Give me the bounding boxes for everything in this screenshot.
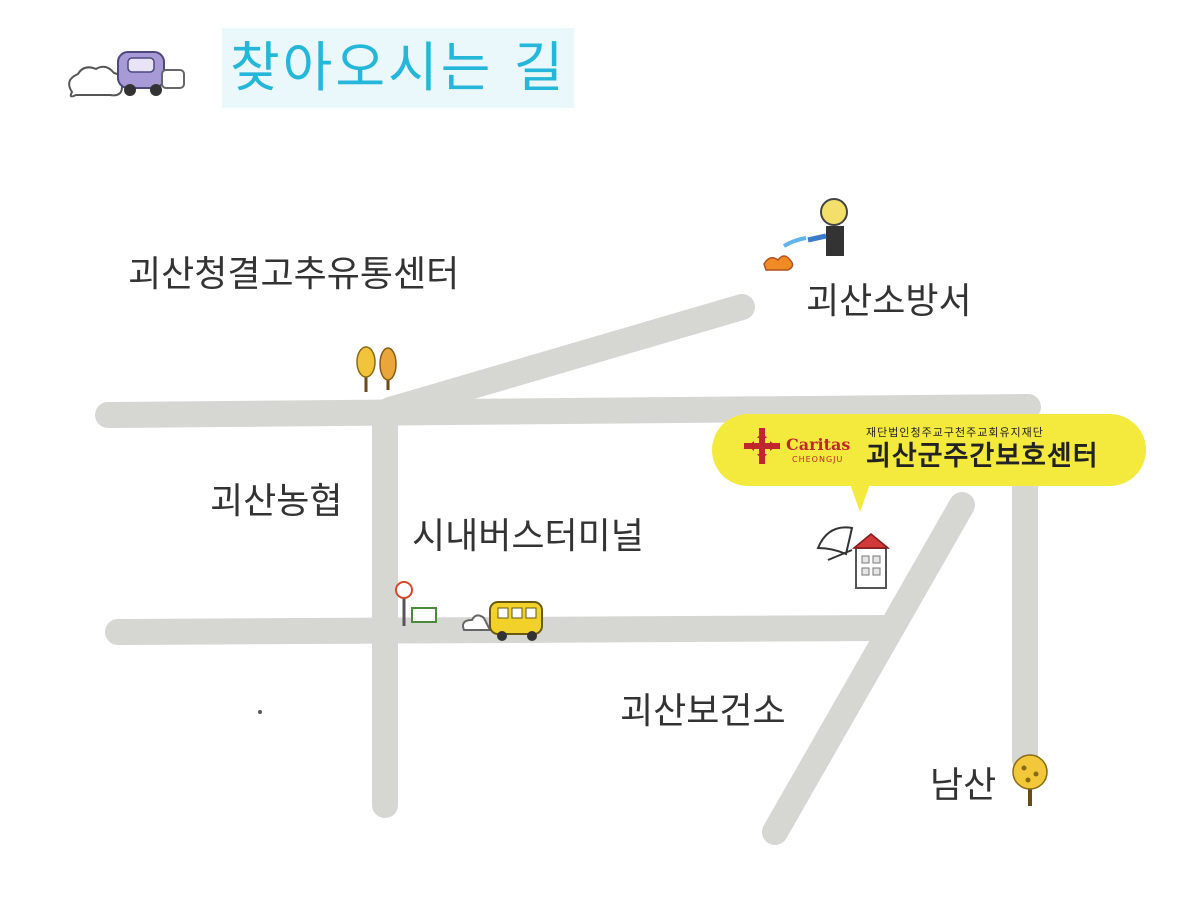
callout-pointer xyxy=(850,484,870,512)
road-diagonal-to-fire-station xyxy=(377,294,755,423)
destination-callout xyxy=(712,414,1146,486)
label-clean-pepper-center: 괴산청결고추유통센터 xyxy=(128,254,460,295)
organization-name: 재단법인청주교구천주교회유지재단 xyxy=(866,426,1044,439)
label-health-center: 괴산보건소 xyxy=(620,691,786,732)
bus-icon xyxy=(462,601,543,641)
road-diagonal-south xyxy=(762,492,975,845)
day-care-building-icon xyxy=(816,526,891,589)
page-title: 찾아오시는 길 xyxy=(222,28,575,108)
label-namsan: 남산 xyxy=(930,765,997,806)
namsan-tree-icon xyxy=(1012,754,1048,806)
caritas-logo-text: Caritas xyxy=(786,435,851,454)
road-upper-horizontal xyxy=(95,394,1041,428)
car-icon xyxy=(68,51,185,98)
label-bus-terminal: 시내버스터미널 xyxy=(412,516,644,557)
caritas-cross-icon xyxy=(744,428,780,464)
firefighter-icon xyxy=(763,198,848,271)
caritas-logo-subtext: CHEONGJU xyxy=(792,455,844,464)
day-care-center-name: 괴산군주간보호센터 xyxy=(866,441,1099,472)
bus-stop-sign-icon xyxy=(395,581,437,626)
tree-pair-icon xyxy=(356,346,397,392)
map-speck xyxy=(258,710,262,714)
label-nonghyup: 괴산농협 xyxy=(210,481,343,522)
label-fire-station: 괴산소방서 xyxy=(806,281,972,322)
